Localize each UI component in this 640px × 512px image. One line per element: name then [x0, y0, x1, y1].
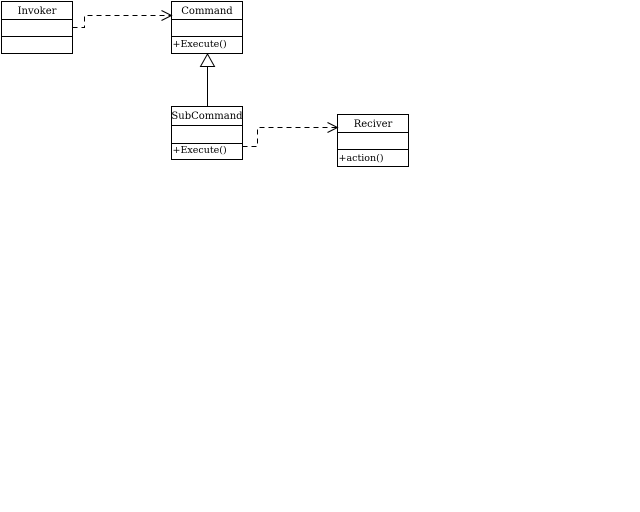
dependency-invoker-command[interactable]: [72, 10, 173, 28]
dependency-subcommand-receiver[interactable]: [242, 122, 339, 147]
class-command-operation: +Execute(): [173, 39, 227, 50]
class-invoker[interactable]: Invoker: [1, 1, 73, 54]
generalization-subcommand-command[interactable]: [199, 52, 216, 107]
dependency-subcommand-receiver-line: [242, 127, 337, 147]
class-receiver[interactable]: Reciver +action(): [337, 114, 409, 167]
class-subcommand-operation: +Execute(): [173, 145, 227, 156]
dependency-invoker-command-line: [72, 15, 171, 28]
class-invoker-box: [1, 1, 73, 54]
hollow-triangle-icon: [199, 52, 216, 67]
class-subcommand[interactable]: SubCommand +Execute(): [171, 106, 243, 160]
open-arrowhead-icon: [327, 122, 339, 133]
class-invoker-name: Invoker: [18, 6, 57, 17]
open-arrowhead-icon: [161, 10, 173, 21]
class-receiver-name: Reciver: [354, 119, 393, 130]
class-command-name: Command: [181, 6, 233, 17]
class-subcommand-name: SubCommand: [171, 111, 243, 122]
class-command-box: [171, 1, 243, 54]
class-receiver-box: [337, 114, 409, 167]
class-receiver-operation: +action(): [339, 153, 384, 164]
class-command[interactable]: Command +Execute(): [171, 1, 243, 54]
